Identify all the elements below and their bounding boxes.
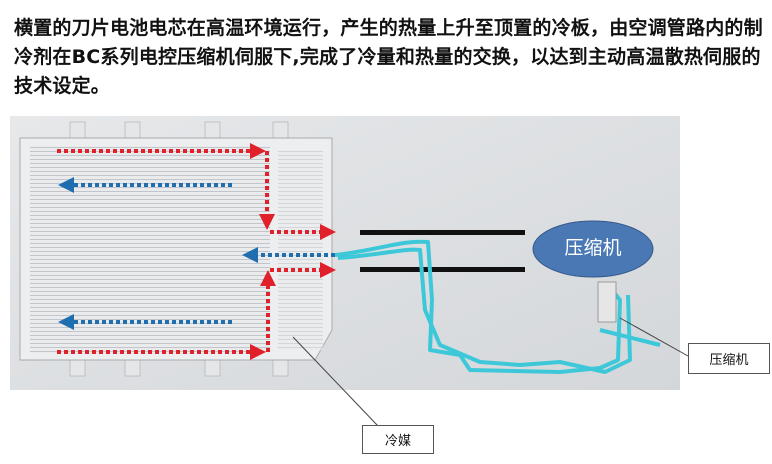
pipe-bar-top bbox=[360, 230, 525, 235]
caption-text: 横置的刀片电池电芯在高温环境运行，产生的热量上升至顶置的冷板，由空调管路内的制冷… bbox=[14, 17, 763, 97]
compressor-unit bbox=[597, 281, 617, 323]
pipe-bar-bottom bbox=[360, 267, 525, 272]
compressor-leader-line bbox=[619, 317, 689, 357]
battery-cold-plate bbox=[19, 121, 333, 377]
flow-arrows bbox=[57, 143, 336, 360]
compressor-ellipse bbox=[532, 220, 654, 278]
compressor-callout: 压缩机 bbox=[688, 343, 770, 374]
refrigerant-callout: 冷媒 bbox=[362, 425, 434, 454]
compressor-ellipse-label: 压缩机 bbox=[564, 237, 622, 259]
refrigerant-pipes bbox=[334, 239, 661, 374]
refrigerant-leader-line bbox=[292, 336, 379, 427]
